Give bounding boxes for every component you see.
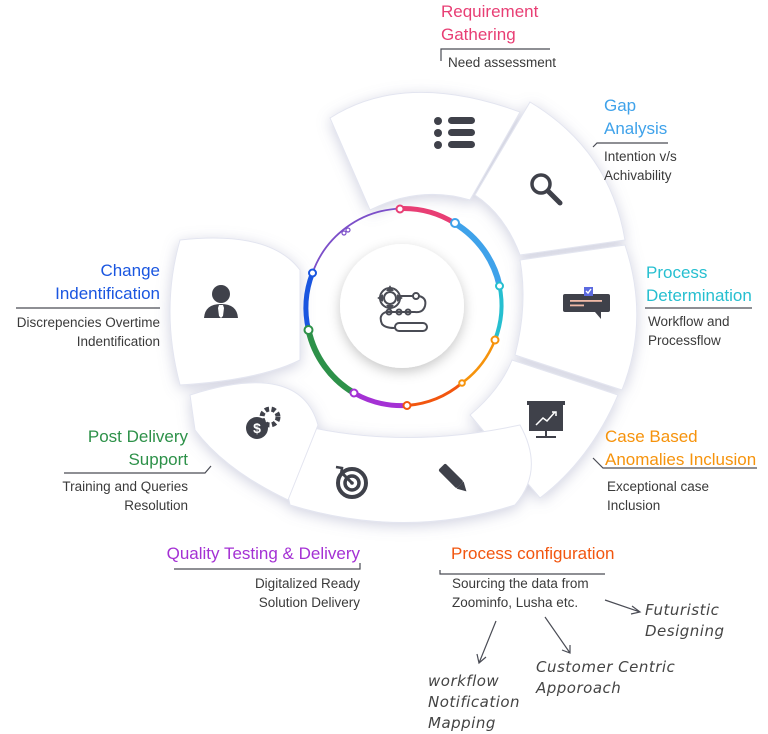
arrow-workflow <box>476 620 497 665</box>
post-delivery-title: Post Delivery Support <box>87 427 188 469</box>
requirement-desc: Need assessment <box>448 55 557 70</box>
annotation-customer: Customer Centric Apporoach <box>536 658 676 697</box>
process-det-title: Process Determination <box>646 263 752 305</box>
chat-check-icon <box>563 287 610 319</box>
quality-title: Quality Testing & Delivery <box>166 544 360 563</box>
case-underline <box>592 457 757 469</box>
gear-workflow-icon <box>377 285 428 332</box>
annotation-futuristic: Futuristic Designing <box>645 601 725 640</box>
center-disc <box>340 244 464 368</box>
arrow-customer <box>544 616 571 654</box>
requirement-title: Requirement Gathering <box>441 2 539 44</box>
case-desc: Exceptional case Inclusion <box>607 479 710 513</box>
change-title: Change Indentification <box>55 261 160 303</box>
businessman-icon <box>204 285 238 318</box>
svg-text:$: $ <box>253 420 261 436</box>
process-config-underline <box>439 570 605 575</box>
process-config-title: Process configuration <box>451 544 615 563</box>
process-det-desc: Workflow and Processflow <box>648 314 730 348</box>
checklist-icon <box>434 117 475 149</box>
target-icon <box>335 465 368 499</box>
gap-underline <box>592 142 668 148</box>
post-delivery-desc: Training and Queries Resolution <box>62 479 188 513</box>
gap-desc: Intention v/s Achivability <box>604 149 677 183</box>
dollar-gear-icon: $ <box>246 406 281 439</box>
requirement-underline <box>440 48 550 61</box>
change-desc: Discrepencies Overtime Indentification <box>16 315 160 349</box>
case-title: Case Based Anomalies Inclusion <box>605 427 757 469</box>
presentation-chart-icon <box>527 401 565 438</box>
arrow-futuristic <box>604 599 642 615</box>
gap-title: Gap Analysis <box>604 96 668 138</box>
search-icon <box>530 173 563 206</box>
post-delivery-underline <box>64 465 212 474</box>
pencil-icon <box>438 463 467 492</box>
annotation-workflow: workflow Notification Mapping <box>428 672 521 732</box>
quality-underline <box>174 563 361 570</box>
quality-desc: Digitalized Ready Solution Delivery <box>254 576 360 610</box>
process-config-desc: Sourcing the data from Zoominfo, Lusha e… <box>452 576 589 610</box>
